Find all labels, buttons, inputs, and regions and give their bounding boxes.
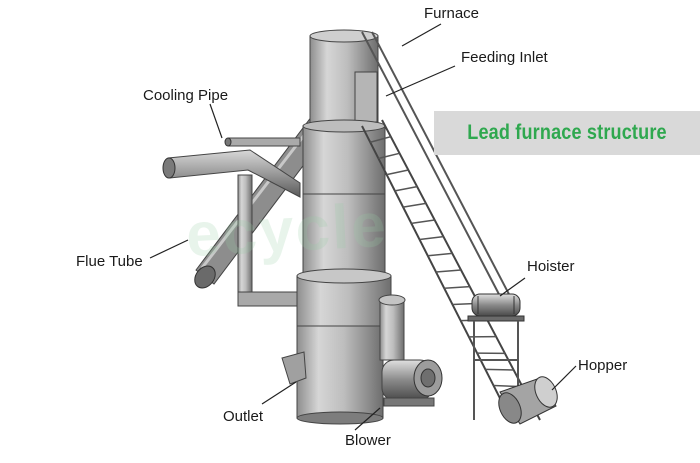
ladder-rung xyxy=(395,187,417,191)
label-cooling-pipe: Cooling Pipe xyxy=(143,88,228,103)
ladder-rung xyxy=(428,253,452,255)
ladder-rung xyxy=(403,203,426,207)
blower-unit xyxy=(379,295,442,406)
label-flue-tube: Flue Tube xyxy=(76,254,143,269)
ladder-rung xyxy=(485,369,513,370)
label-feeding-inlet: Feeding Inlet xyxy=(461,50,548,65)
watermark: ecycle xyxy=(184,190,389,271)
label-furnace: Furnace xyxy=(424,6,479,21)
label-hoister: Hoister xyxy=(527,259,575,274)
ladder-rung xyxy=(420,237,444,240)
ladder-rung xyxy=(444,287,470,289)
label-outlet: Outlet xyxy=(223,409,263,424)
ladder-rung xyxy=(411,220,434,223)
label-hopper: Hopper xyxy=(578,358,627,373)
label-blower: Blower xyxy=(345,433,391,448)
diagram-title: Lead furnace structure xyxy=(453,111,682,155)
ladder-rung xyxy=(436,270,461,272)
hopper-bucket xyxy=(494,373,561,426)
outlet-chute xyxy=(282,352,306,384)
ladder-rung xyxy=(387,170,409,175)
title-banner: Lead furnace structure xyxy=(434,111,700,155)
